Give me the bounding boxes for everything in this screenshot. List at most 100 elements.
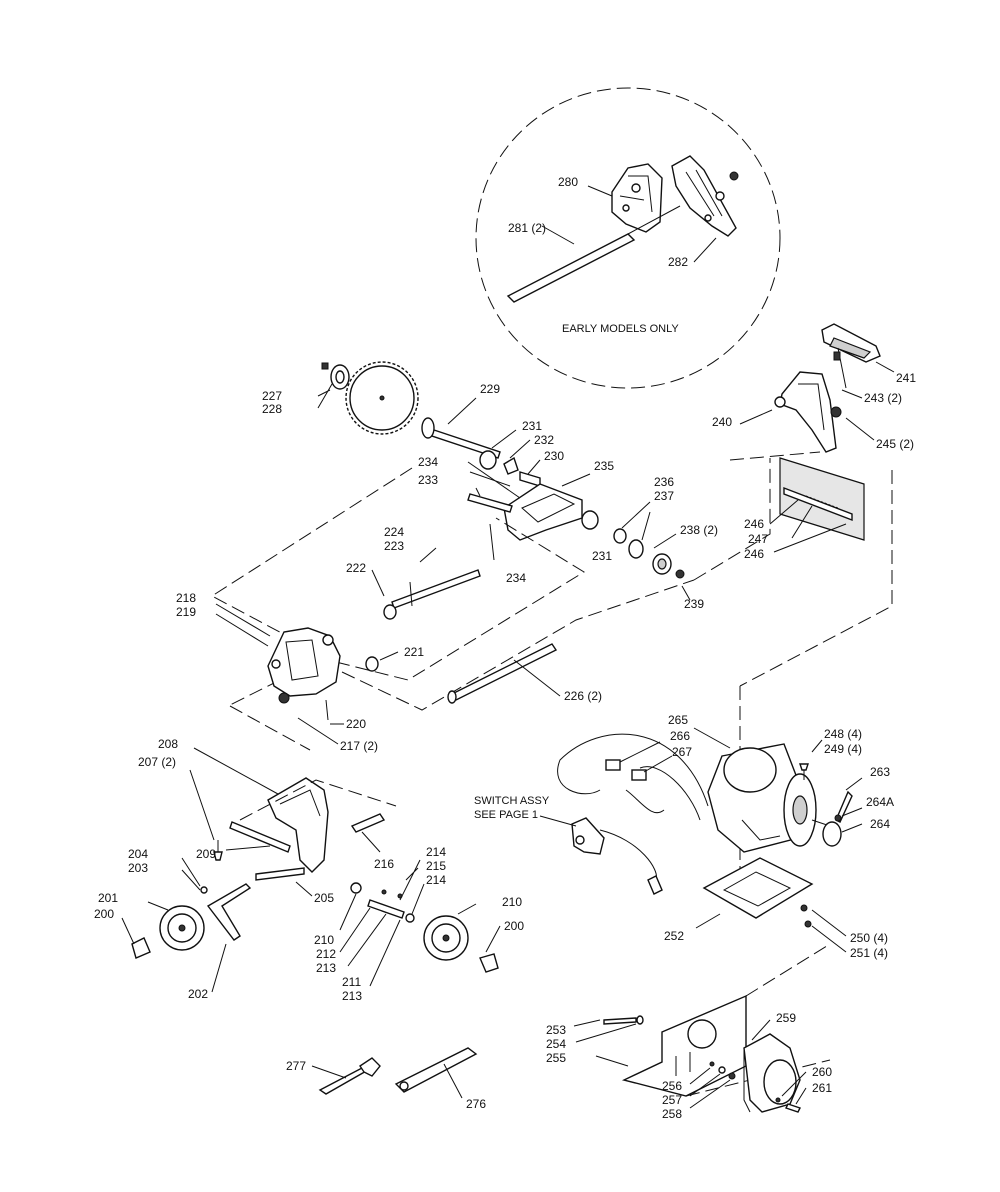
switch-assembly: SWITCH ASSY SEE PAGE 1 bbox=[474, 795, 663, 895]
label-223: 223 bbox=[384, 539, 404, 553]
label-240: 240 bbox=[712, 415, 732, 429]
label-261: 261 bbox=[812, 1081, 832, 1095]
label-250: 250 (4) bbox=[850, 931, 888, 945]
part-229 bbox=[421, 397, 501, 459]
label-260: 260 bbox=[812, 1065, 832, 1079]
label-209: 209 bbox=[196, 847, 216, 861]
label-213b: 213 bbox=[342, 989, 362, 1003]
label-281: 281 (2) bbox=[508, 221, 546, 235]
part-263-264 bbox=[822, 777, 863, 847]
label-231b: 231 bbox=[592, 549, 612, 563]
label-208: 208 bbox=[158, 737, 178, 751]
label-238: 238 (2) bbox=[680, 523, 718, 537]
part-248-249 bbox=[799, 739, 823, 780]
part-236-239 bbox=[613, 501, 691, 601]
part-227-228 bbox=[317, 362, 350, 409]
part-235 bbox=[503, 473, 591, 541]
label-226: 226 (2) bbox=[564, 689, 602, 703]
part-207 bbox=[189, 769, 223, 861]
part-255-bracket bbox=[621, 943, 831, 1097]
label-232: 232 bbox=[534, 433, 554, 447]
label-246a: 246 bbox=[744, 517, 764, 531]
handwheel-right bbox=[423, 903, 501, 973]
part-222 bbox=[371, 569, 397, 620]
label-245: 245 (2) bbox=[876, 437, 914, 451]
label-246b: 246 bbox=[744, 547, 764, 561]
part-209-216 bbox=[225, 779, 397, 853]
part-226 bbox=[447, 643, 561, 704]
label-221: 221 bbox=[404, 645, 424, 659]
label-203: 203 bbox=[128, 861, 148, 875]
label-267: 267 bbox=[672, 745, 692, 759]
part-282 bbox=[671, 155, 739, 237]
part-260-261 bbox=[775, 1071, 807, 1113]
label-201: 201 bbox=[98, 891, 118, 905]
label-277: 277 bbox=[286, 1059, 306, 1073]
part-203-204 bbox=[181, 857, 208, 894]
label-231a: 231 bbox=[522, 419, 542, 433]
label-200a: 200 bbox=[94, 907, 114, 921]
label-266: 266 bbox=[670, 729, 690, 743]
label-264A: 264A bbox=[866, 795, 894, 809]
label-276: 276 bbox=[466, 1097, 486, 1111]
label-210a: 210 bbox=[314, 933, 334, 947]
label-239: 239 bbox=[684, 597, 704, 611]
part-240 bbox=[739, 371, 842, 453]
label-263: 263 bbox=[870, 765, 890, 779]
label-255: 255 bbox=[546, 1051, 566, 1065]
part-241 bbox=[821, 323, 895, 389]
label-214a: 214 bbox=[426, 845, 446, 859]
part-233-234 bbox=[467, 461, 521, 561]
label-248: 248 (4) bbox=[824, 727, 862, 741]
part-277-wrench bbox=[311, 1057, 381, 1095]
label-214b: 214 bbox=[426, 873, 446, 887]
label-259: 259 bbox=[776, 1011, 796, 1025]
label-254: 254 bbox=[546, 1037, 566, 1051]
label-247: 247 bbox=[748, 532, 768, 546]
part-218-219 bbox=[215, 603, 341, 697]
part-231-232-230 bbox=[479, 429, 599, 530]
part-276-wrench bbox=[394, 1047, 478, 1099]
handwheel-left bbox=[121, 901, 205, 959]
label-252: 252 bbox=[664, 929, 684, 943]
part-205 bbox=[255, 867, 313, 897]
part-243-245 bbox=[841, 389, 875, 441]
part-208 bbox=[193, 747, 329, 873]
label-210b: 210 bbox=[502, 895, 522, 909]
label-204: 204 bbox=[128, 847, 148, 861]
part-253-254 bbox=[573, 1015, 644, 1067]
label-236: 236 bbox=[654, 475, 674, 489]
label-215: 215 bbox=[426, 859, 446, 873]
label-241: 241 bbox=[896, 371, 916, 385]
label-265: 265 bbox=[668, 713, 688, 727]
switch-note-line1: SWITCH ASSY bbox=[474, 795, 550, 807]
label-258: 258 bbox=[662, 1107, 682, 1121]
label-243: 243 (2) bbox=[864, 391, 902, 405]
part-221 bbox=[365, 651, 399, 672]
part-281 bbox=[506, 205, 681, 303]
label-216: 216 bbox=[374, 857, 394, 871]
part-217-220 bbox=[278, 692, 344, 745]
label-237: 237 bbox=[654, 489, 674, 503]
part-210-215 bbox=[339, 859, 425, 987]
label-282: 282 bbox=[668, 255, 688, 269]
label-205: 205 bbox=[314, 891, 334, 905]
part-246-247 bbox=[769, 457, 865, 553]
part-252 bbox=[695, 857, 847, 953]
part-265-motor bbox=[693, 727, 831, 853]
label-257: 257 bbox=[662, 1093, 682, 1107]
part-224 bbox=[391, 547, 481, 609]
label-217: 217 (2) bbox=[340, 739, 378, 753]
label-230: 230 bbox=[544, 449, 564, 463]
label-220: 220 bbox=[346, 717, 366, 731]
label-235: 235 bbox=[594, 459, 614, 473]
early-models-note: EARLY MODELS ONLY bbox=[562, 323, 679, 335]
label-213a: 213 bbox=[316, 961, 336, 975]
early-models-inset: EARLY MODELS ONLY bbox=[475, 87, 781, 389]
label-200b: 200 bbox=[504, 919, 524, 933]
part-256-258 bbox=[689, 1061, 736, 1109]
label-234a: 234 bbox=[418, 455, 438, 469]
label-218: 218 bbox=[176, 591, 196, 605]
label-233: 233 bbox=[418, 473, 438, 487]
label-280: 280 bbox=[558, 175, 578, 189]
